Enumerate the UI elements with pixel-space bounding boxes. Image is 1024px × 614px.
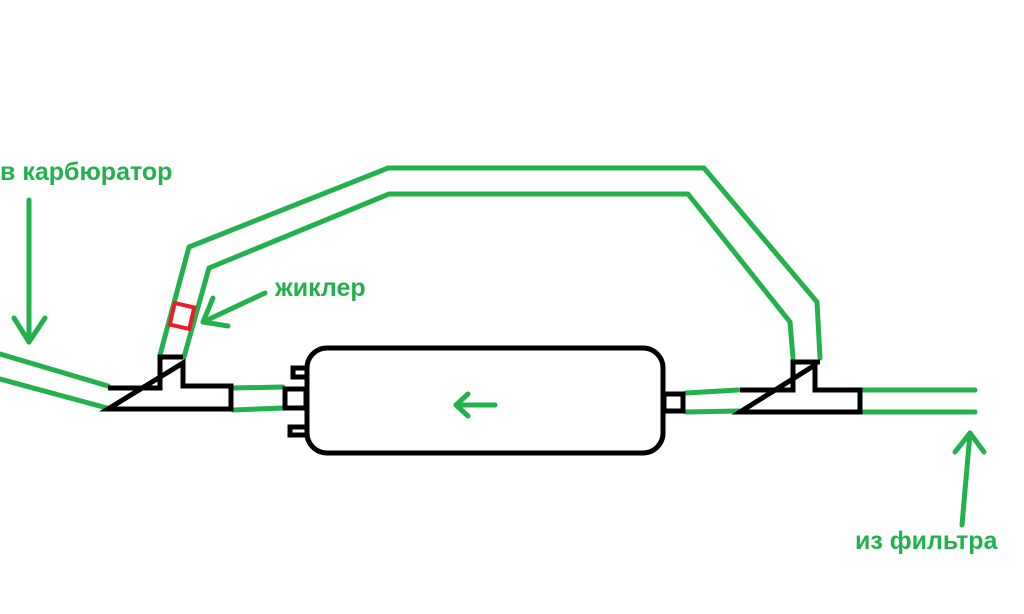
filter-inlet-nozzle bbox=[661, 391, 686, 414]
arrow-from-filter bbox=[952, 430, 987, 528]
label-to-carburetor: в карбюратор bbox=[0, 158, 173, 186]
bypass-hose-outer bbox=[157, 165, 823, 361]
flow-direction-arrow-icon bbox=[453, 391, 498, 419]
arrow-to-carburetor bbox=[11, 197, 48, 345]
label-jet: жиклер bbox=[275, 274, 366, 302]
hose-to-carburetor-bottom bbox=[0, 376, 110, 411]
hose-short-right-top bbox=[683, 387, 741, 396]
arrow-to-jet bbox=[200, 290, 268, 329]
label-from-filter: из фильтра bbox=[855, 527, 998, 555]
tee-fitting-right bbox=[731, 359, 863, 415]
hose-to-carburetor-top bbox=[0, 351, 111, 389]
tee-fitting-left bbox=[99, 354, 234, 412]
filter-prong-bottom bbox=[287, 424, 310, 438]
hose-short-right-bottom bbox=[683, 408, 742, 415]
hose-short-left-bottom bbox=[230, 405, 286, 413]
filter-outlet-nozzle bbox=[282, 386, 309, 411]
hose-short-left-top bbox=[229, 384, 286, 391]
jet-restrictor bbox=[167, 300, 197, 332]
bypass-hose-inner bbox=[181, 191, 796, 361]
fuel-filter-body bbox=[304, 345, 666, 456]
